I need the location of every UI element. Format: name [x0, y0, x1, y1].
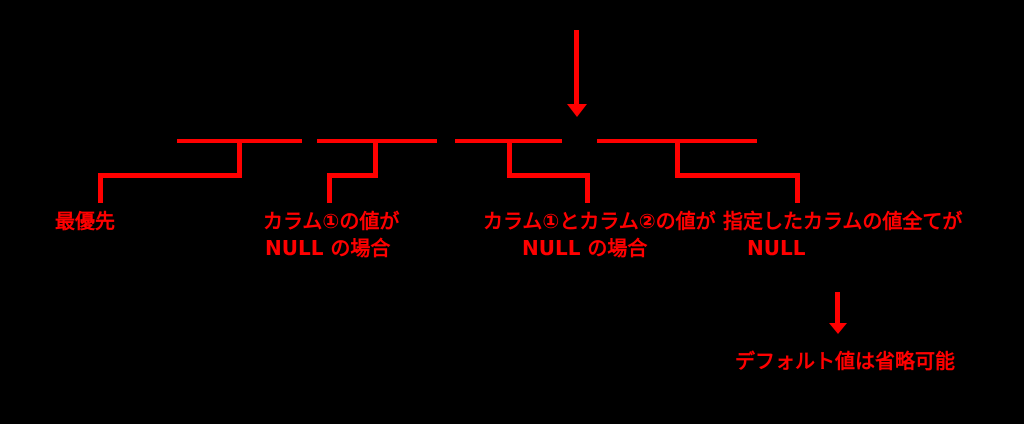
- bracket-drop-line-1: [237, 139, 242, 178]
- bracket-drop-line-4: [675, 139, 680, 178]
- bottom-arrow-shaft: [835, 292, 840, 325]
- footnote-default-optional: デフォルト値は省略可能: [735, 349, 955, 373]
- top-arrow-head: [567, 104, 587, 117]
- branch-label-all-null-line2: NULL: [747, 236, 806, 260]
- connector-jog-3: [507, 173, 590, 178]
- branch-label-col1-null-line2: NULL の場合: [265, 236, 391, 260]
- branch-label-col1-col2-null-line1: カラム①とカラム②の値が: [483, 209, 716, 233]
- bottom-arrow-head: [829, 323, 847, 334]
- bracket-drop-line-3: [507, 139, 512, 178]
- connector-jog-1: [98, 173, 242, 178]
- label-leg-2: [327, 173, 332, 203]
- branch-label-all-null-line1: 指定したカラムの値全てが: [723, 209, 963, 233]
- bracket-drop-line-2: [373, 139, 378, 178]
- branch-label-col1-null-line1: カラム①の値が: [263, 209, 400, 233]
- label-leg-4: [795, 173, 800, 203]
- branch-label-highest-priority: 最優先: [55, 209, 115, 233]
- label-leg-1: [98, 173, 103, 203]
- label-leg-3: [585, 173, 590, 203]
- connector-jog-4: [675, 173, 800, 178]
- branch-label-col1-col2-null-line2: NULL の場合: [522, 236, 648, 260]
- connector-jog-2: [327, 173, 378, 178]
- top-arrow-shaft: [574, 30, 579, 106]
